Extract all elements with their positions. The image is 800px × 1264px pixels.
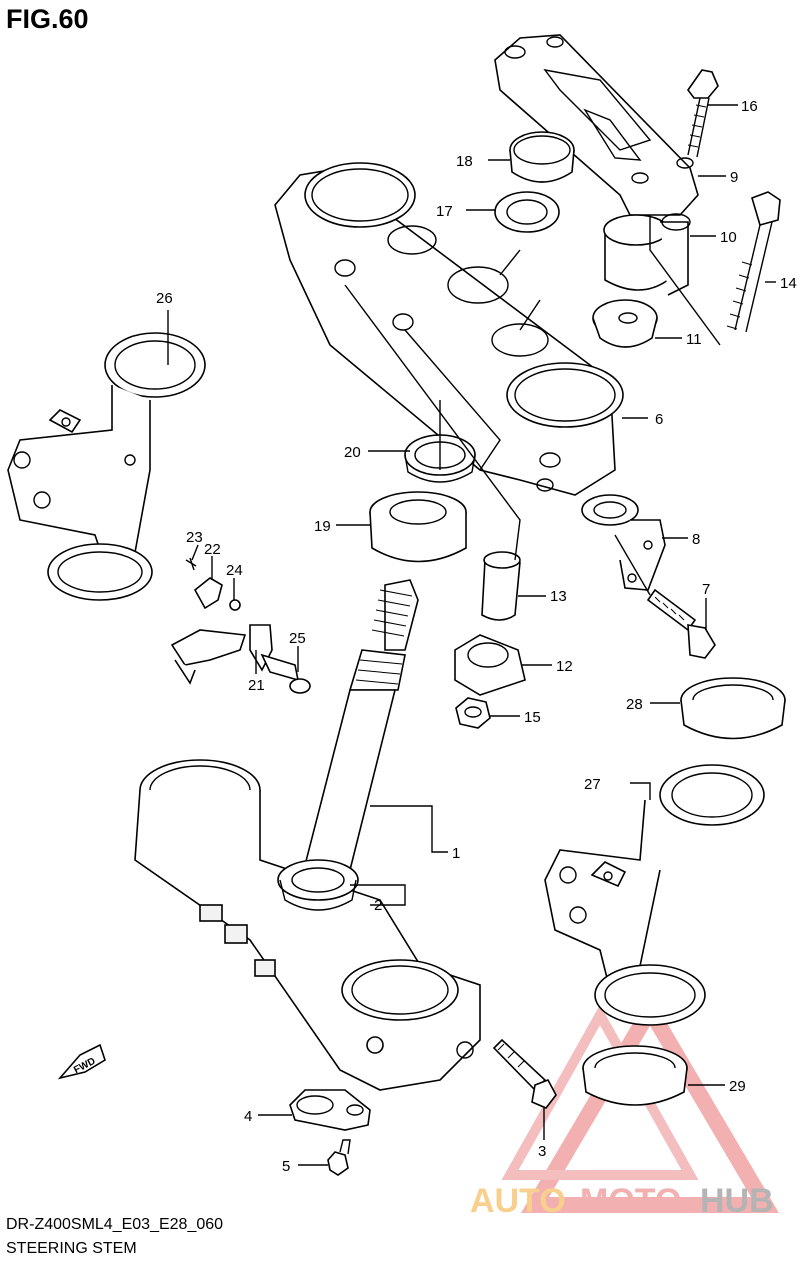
watermark-text-auto: AUTO — [470, 1182, 566, 1220]
part-label-2: 2 — [374, 897, 382, 914]
part-label-4: 4 — [244, 1108, 252, 1125]
part-label-7: 7 — [702, 581, 710, 598]
parts-21-25-lock-assembly-drawing — [170, 557, 311, 694]
part-label-23: 23 — [186, 529, 203, 546]
model-code: DR-Z400SML4_E03_E28_060 — [6, 1216, 224, 1233]
part-27-bracket-drawing — [544, 764, 765, 1026]
part-label-29: 29 — [729, 1078, 746, 1095]
part-label-12: 12 — [556, 658, 573, 675]
part-7-bolt-drawing — [646, 588, 716, 659]
part-14-long-bolt-drawing — [726, 191, 781, 333]
part-label-28: 28 — [626, 696, 643, 713]
part-label-10: 10 — [720, 229, 737, 246]
part-9-upper-handlebar-holder-drawing — [494, 34, 699, 216]
leader-lines — [167, 104, 776, 1166]
part-label-25: 25 — [289, 630, 306, 647]
part-29-bearing-race-drawing — [582, 1045, 688, 1106]
part-17-washer-drawing — [494, 191, 560, 233]
upper-crown-drawing — [274, 162, 624, 496]
lower-crown-drawing — [134, 759, 481, 1091]
section-name: STEERING STEM — [6, 1240, 137, 1257]
part-label-22: 22 — [204, 541, 221, 558]
watermark-text-hub: HUB — [700, 1182, 774, 1220]
part-label-20: 20 — [344, 444, 361, 461]
part-label-1: 1 — [452, 845, 460, 862]
watermark-logo: AUTO MOTO HUB — [470, 994, 780, 1220]
part-label-15: 15 — [524, 709, 541, 726]
part-label-26: 26 — [156, 290, 173, 307]
part-label-9: 9 — [730, 169, 738, 186]
part-8-bracket-drawing — [581, 494, 666, 591]
part-label-6: 6 — [655, 411, 663, 428]
part-label-27: 27 — [584, 776, 601, 793]
figure-title: FIG.60 — [6, 4, 89, 34]
part-12-damper-drawing — [454, 634, 526, 696]
part-label-11: 11 — [686, 331, 702, 348]
part-11-damper-drawing — [592, 299, 658, 348]
part-3-bolt-drawing — [492, 1038, 557, 1109]
part-16-bolt-drawing — [687, 69, 719, 158]
watermark-text-moto: MOTO — [580, 1182, 681, 1220]
part-label-19: 19 — [314, 518, 331, 535]
part-15-nut-drawing — [455, 697, 491, 729]
part-10-collar-drawing — [603, 213, 691, 296]
part-19-bearing-drawing — [369, 491, 467, 563]
part-label-13: 13 — [550, 588, 567, 605]
part-label-24: 24 — [226, 562, 243, 579]
part-5-screw-drawing — [327, 1139, 351, 1176]
part-13-collar-drawing — [481, 551, 521, 621]
fwd-marker: FWD — [57, 1043, 106, 1080]
part-1-steering-stem-drawing — [303, 579, 419, 871]
part-26-bracket-drawing — [7, 332, 206, 601]
part-18-cap-drawing — [509, 131, 575, 183]
part-label-18: 18 — [456, 153, 473, 170]
part-label-14: 14 — [780, 275, 797, 292]
part-label-21: 21 — [248, 677, 265, 694]
part-label-5: 5 — [282, 1158, 290, 1175]
part-4-clamp-drawing — [289, 1089, 371, 1131]
part-labels: 16 18 17 9 10 14 11 26 20 6 8 19 7 13 12… — [156, 98, 797, 1175]
part-label-8: 8 — [692, 531, 700, 548]
part-label-17: 17 — [436, 203, 453, 220]
part-28-seal-drawing — [680, 677, 786, 740]
part-label-16: 16 — [741, 98, 758, 115]
assembly-guide-lines — [344, 215, 721, 596]
part-label-3: 3 — [538, 1143, 546, 1160]
